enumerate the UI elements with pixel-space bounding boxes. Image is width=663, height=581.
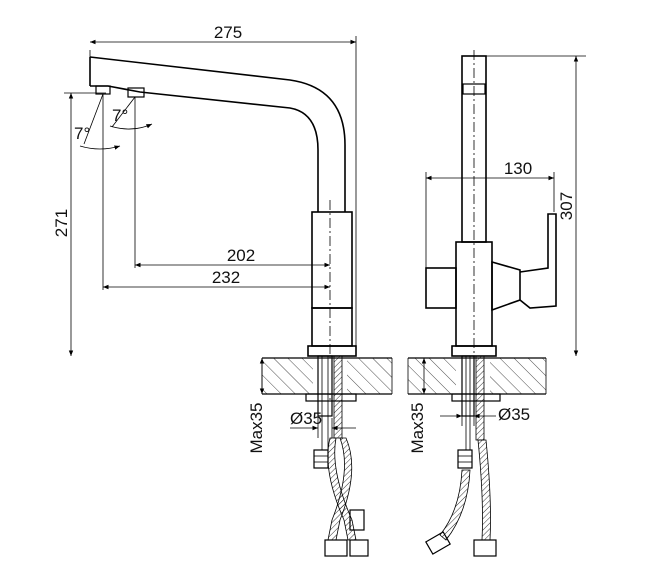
side-view: 307 130 <box>407 50 586 557</box>
dimension-overall-height: 271 <box>52 92 106 356</box>
label-232: 232 <box>212 268 240 287</box>
dimension-reach-202: 202 <box>135 246 330 268</box>
faucet-front-body <box>89 56 357 400</box>
label-202: 202 <box>227 246 255 265</box>
label-130: 130 <box>504 159 532 178</box>
label-angle-left: 7° <box>74 124 90 143</box>
countertop-side: Max35 Ø35 <box>407 355 547 557</box>
label-dia35-right: Ø35 <box>498 405 530 424</box>
dimension-overall-width: 275 <box>89 23 357 352</box>
label-max35-right: Max35 <box>408 402 427 453</box>
dimension-reach-232: 232 <box>103 268 330 290</box>
angle-indicators: 7° 7° <box>74 93 153 290</box>
label-307: 307 <box>557 192 576 220</box>
dimension-side-height: 307 <box>462 55 586 356</box>
label-271: 271 <box>52 209 71 237</box>
front-view: 275 271 <box>52 23 393 557</box>
label-angle-right: 7° <box>112 106 128 125</box>
label-dia35-left: Ø35 <box>290 409 322 428</box>
dimension-side-depth: 130 <box>425 159 555 276</box>
label-275: 275 <box>214 23 242 42</box>
label-max35-left: Max35 <box>247 402 266 453</box>
faucet-side-body <box>425 50 557 360</box>
countertop-front: Max35 Ø35 <box>247 355 393 557</box>
